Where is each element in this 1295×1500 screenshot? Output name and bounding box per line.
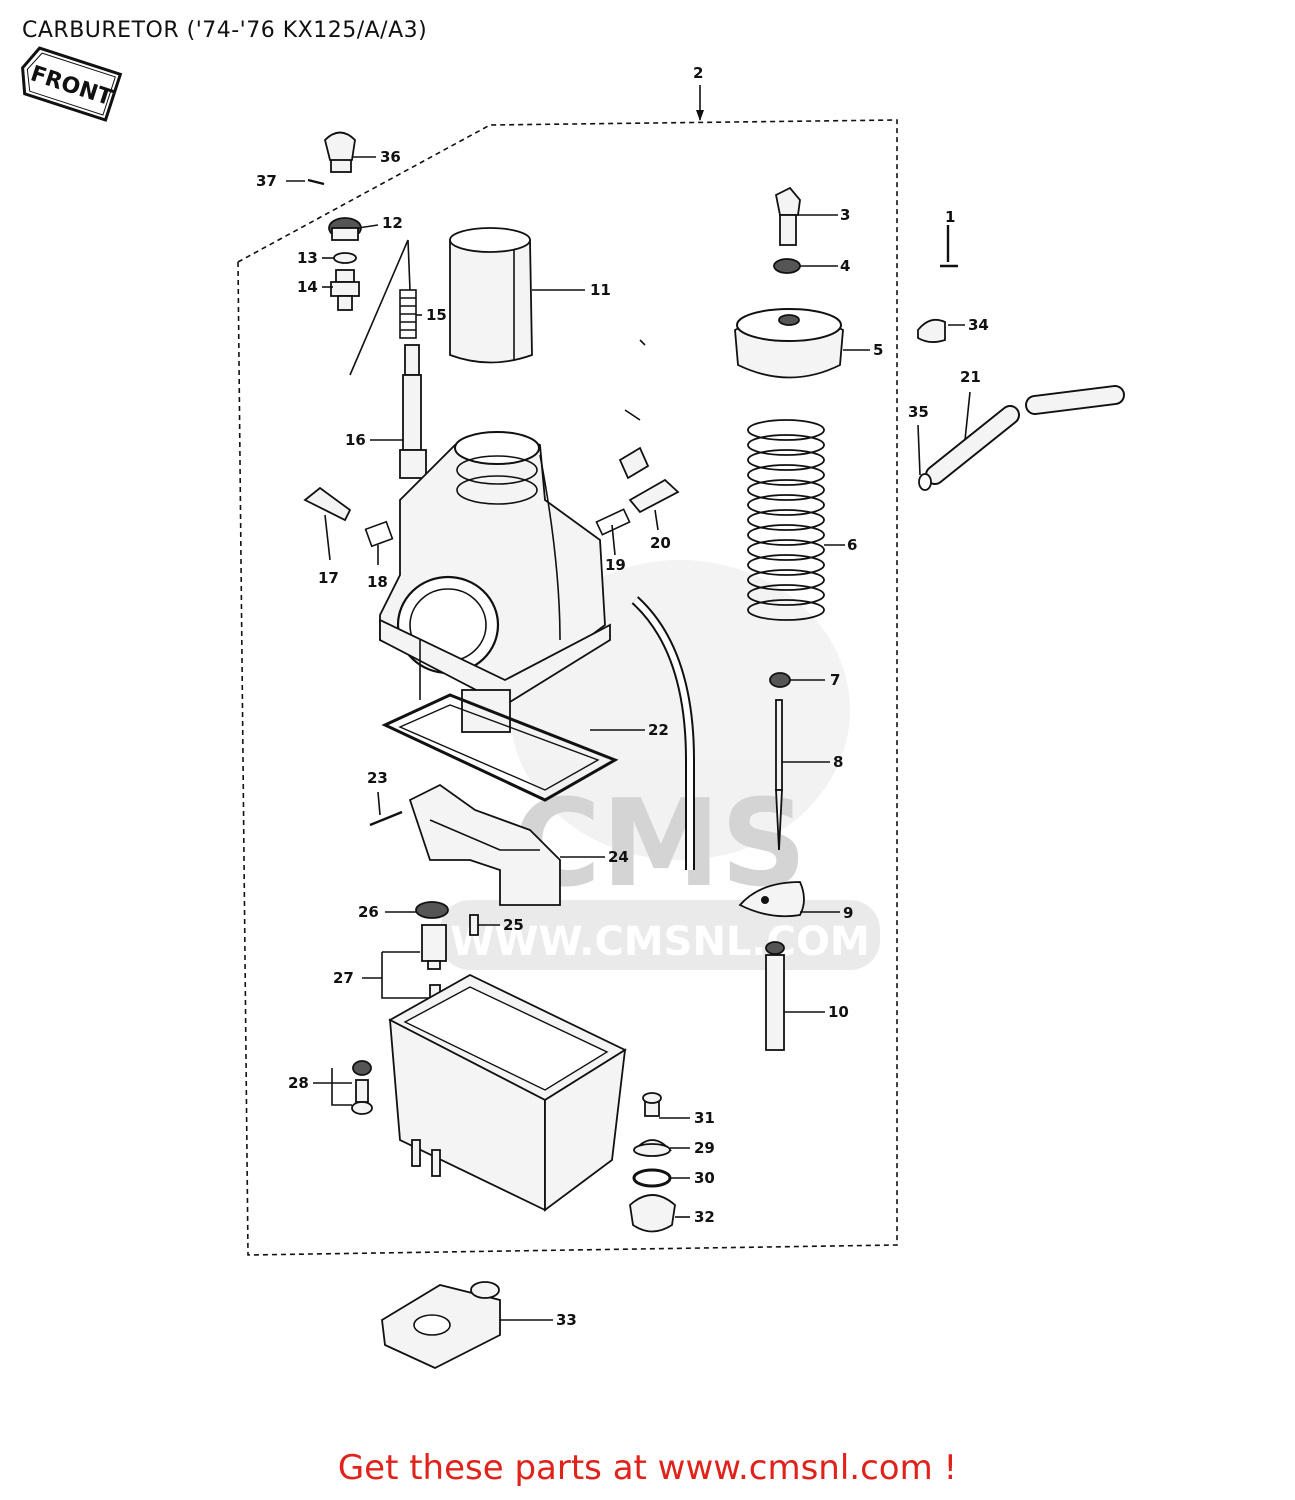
part-6-spring bbox=[747, 419, 825, 621]
part-30-washer bbox=[632, 1168, 672, 1188]
part-26-washer bbox=[415, 901, 449, 919]
front-arrow-icon: FRONT bbox=[21, 46, 123, 122]
callout-13: 13 bbox=[297, 249, 318, 267]
part-10-needle-jet bbox=[765, 941, 785, 1051]
callout-34: 34 bbox=[968, 316, 989, 334]
pilot-parts-group bbox=[618, 339, 650, 480]
callout-14: 14 bbox=[297, 278, 318, 296]
callout-28: 28 bbox=[288, 1074, 309, 1092]
watermark-url: WWW.CMSNL.COM bbox=[450, 919, 870, 965]
part-36-cap bbox=[324, 131, 356, 173]
part-35-clip bbox=[918, 473, 932, 491]
callout-4: 4 bbox=[840, 257, 850, 275]
part-7-clip bbox=[769, 672, 791, 688]
callout-23: 23 bbox=[367, 769, 388, 787]
part-21-vent-hose bbox=[925, 385, 1125, 485]
part-1-rod bbox=[940, 225, 958, 268]
callout-27: 27 bbox=[333, 969, 354, 987]
part-34-cap bbox=[917, 318, 946, 343]
callout-26: 26 bbox=[358, 903, 379, 921]
part-11-throttle-slide bbox=[449, 227, 533, 364]
callout-21: 21 bbox=[960, 368, 981, 386]
callout-16: 16 bbox=[345, 431, 366, 449]
callout-2: 2 bbox=[693, 64, 703, 82]
callout-18: 18 bbox=[367, 573, 388, 591]
part-16-cable-guide bbox=[399, 344, 427, 479]
callout-1: 1 bbox=[945, 208, 955, 226]
part-20-idle-screw bbox=[628, 478, 680, 514]
callout-10: 10 bbox=[828, 1003, 849, 1021]
part-3-screw bbox=[774, 186, 801, 246]
part-13-washer bbox=[333, 252, 357, 264]
part-8-jet-needle bbox=[775, 699, 783, 851]
callout-6: 6 bbox=[847, 536, 857, 554]
callout-37: 37 bbox=[256, 172, 277, 190]
part-25-pilot-jet bbox=[469, 914, 479, 936]
leader-lines bbox=[286, 156, 971, 1321]
part-5-top-cap bbox=[734, 308, 844, 379]
callout-36: 36 bbox=[380, 148, 401, 166]
callout-15: 15 bbox=[426, 306, 447, 324]
callout-33: 33 bbox=[556, 1311, 577, 1329]
part-4-nut bbox=[773, 258, 801, 274]
part-37-pin bbox=[307, 178, 325, 186]
part-32-plug bbox=[629, 1194, 676, 1233]
part-14-adjuster bbox=[330, 269, 360, 311]
callout-30: 30 bbox=[694, 1169, 715, 1187]
part-33-holder bbox=[381, 1281, 501, 1369]
callout-32: 32 bbox=[694, 1208, 715, 1226]
overflow-tube bbox=[631, 596, 695, 870]
callout-29: 29 bbox=[694, 1139, 715, 1157]
callout-7: 7 bbox=[830, 671, 840, 689]
float-bowl bbox=[388, 973, 627, 1212]
part-17-air-screw bbox=[303, 486, 352, 561]
part-29-cap bbox=[633, 1139, 673, 1157]
callout-20: 20 bbox=[650, 534, 671, 552]
callout-25: 25 bbox=[503, 916, 524, 934]
footer-link-text[interactable]: Get these parts at www.cmsnl.com ! bbox=[337, 1448, 958, 1488]
part-9-plate bbox=[738, 881, 805, 918]
callout-labels: 1 2 3 4 5 6 7 8 9 10 11 12 13 14 15 16 1… bbox=[256, 64, 989, 1329]
part-12-adjuster-nut bbox=[328, 217, 362, 241]
callout-19: 19 bbox=[605, 556, 626, 574]
page-title: CARBURETOR ('74-'76 KX125/A/A3) bbox=[22, 18, 428, 43]
part-18-spring bbox=[364, 520, 394, 565]
part-31-screw bbox=[642, 1092, 662, 1117]
part-22-gasket bbox=[381, 693, 619, 802]
callout-12: 12 bbox=[382, 214, 403, 232]
part-23-float-pin bbox=[369, 810, 403, 827]
callout-35: 35 bbox=[908, 403, 929, 421]
callout-8: 8 bbox=[833, 753, 843, 771]
callout-31: 31 bbox=[694, 1109, 715, 1127]
callout-9: 9 bbox=[843, 904, 853, 922]
callout-3: 3 bbox=[840, 206, 850, 224]
assembly-boundary bbox=[237, 85, 898, 1256]
part-19-spring bbox=[595, 508, 631, 536]
part-24-float bbox=[408, 783, 561, 906]
callout-5: 5 bbox=[873, 341, 883, 359]
callout-11: 11 bbox=[590, 281, 611, 299]
callout-24: 24 bbox=[608, 848, 629, 866]
carburetor-exploded-diagram: CMS WWW.CMSNL.COM FRONT bbox=[21, 46, 1125, 1369]
part-28-drain-screw bbox=[331, 1060, 373, 1115]
part-15-spring bbox=[399, 289, 417, 339]
callout-22: 22 bbox=[648, 721, 669, 739]
callout-17: 17 bbox=[318, 569, 339, 587]
carburetor-body bbox=[379, 431, 611, 733]
